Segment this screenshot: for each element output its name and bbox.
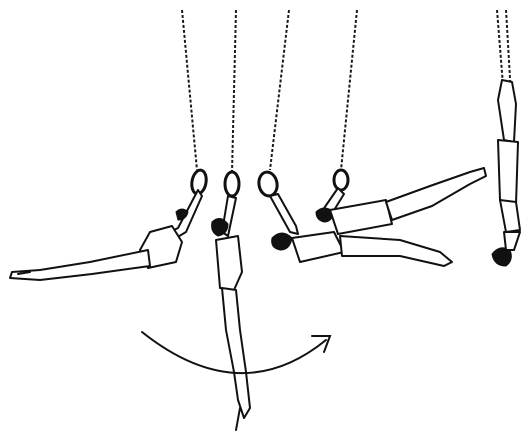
rope-4 [341, 10, 357, 170]
gymnast-figure-1 [10, 190, 202, 280]
ropes [182, 10, 512, 172]
gymnast-figure-4 [316, 168, 486, 234]
ring-2 [225, 172, 239, 196]
rope-2 [232, 10, 236, 172]
ring-4 [334, 170, 348, 190]
ring-3 [257, 171, 279, 198]
gymnast-figure-2 [212, 196, 250, 430]
gymnast-figure-5 [492, 80, 520, 266]
rope-3 [270, 10, 289, 170]
rope-1 [182, 10, 197, 170]
